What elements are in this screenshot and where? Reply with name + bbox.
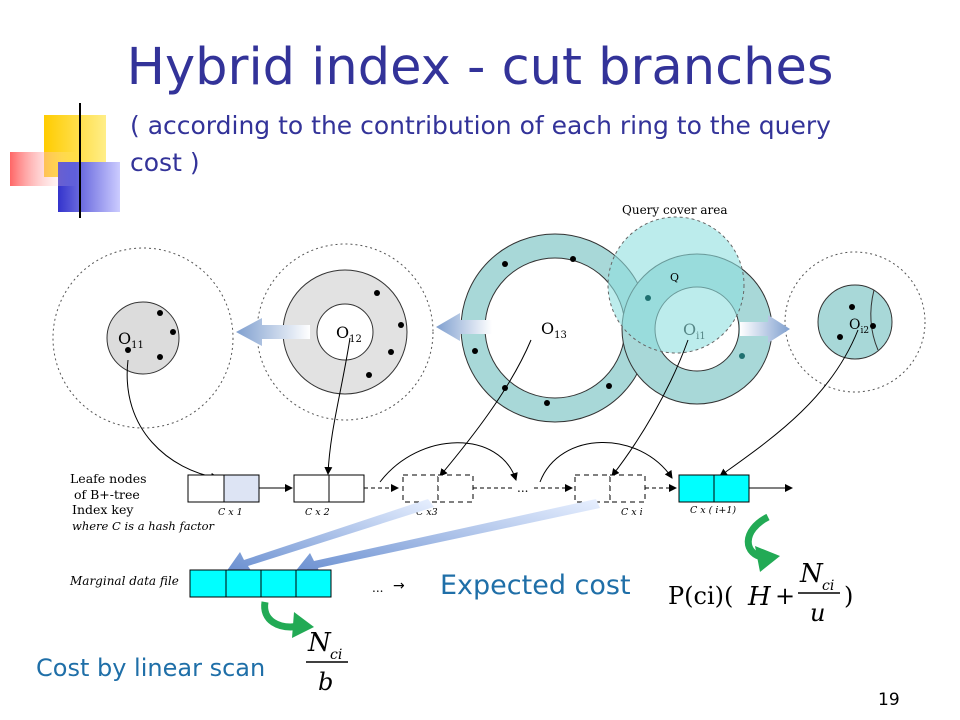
linear-scan-formula: N ci b bbox=[306, 628, 348, 696]
svg-text:P(ci)(: P(ci)( bbox=[668, 582, 733, 610]
leaf-node-labels: Leafe nodes of B+-tree Index key where C… bbox=[70, 471, 216, 533]
leaf-node-i-cut: C x i bbox=[574, 474, 646, 518]
svg-text:ci: ci bbox=[822, 578, 834, 594]
ring-o12: O12 bbox=[256, 243, 434, 421]
leaf-ellipsis: ... bbox=[517, 481, 528, 495]
marginal-ellipsis: ... bbox=[372, 581, 383, 595]
slide-title: Hybrid index - cut branches bbox=[126, 38, 834, 97]
to-marginal-arrow-2 bbox=[294, 499, 600, 575]
expected-cost-formula: P(ci)( H + N ci u ) bbox=[668, 559, 853, 627]
to-marginal-arrow-1 bbox=[226, 499, 434, 572]
leaf-node-1: C x 1 bbox=[187, 474, 260, 518]
ring-o12-label: O12 bbox=[336, 323, 362, 345]
query-cover-area bbox=[607, 216, 745, 354]
svg-text:Leafe nodes: Leafe nodes bbox=[70, 471, 147, 486]
cut-arrow-3 bbox=[740, 315, 790, 343]
query-label: Q bbox=[670, 271, 679, 284]
cut-arrow-1 bbox=[236, 318, 310, 346]
ring-o11-label: O11 bbox=[118, 329, 144, 351]
svg-text:C x 1: C x 1 bbox=[218, 507, 243, 518]
ring-oi2-label: Oi2 bbox=[849, 317, 869, 336]
page-number: 19 bbox=[878, 690, 900, 710]
slide-subtitle: ( according to the contribution of each … bbox=[130, 111, 831, 177]
ring-oi2: Oi2 bbox=[784, 251, 926, 393]
svg-text:N: N bbox=[799, 559, 824, 589]
marginal-data-file-label: Marginal data file bbox=[69, 574, 179, 588]
query-cover-area-label: Query cover area bbox=[622, 203, 728, 217]
linear-scan-label: Cost by linear scan bbox=[36, 654, 265, 682]
svg-text:u: u bbox=[810, 599, 825, 627]
expected-cost-label: Expected cost bbox=[440, 570, 631, 601]
leaf-node-i-plus-1: C x ( i+1) bbox=[678, 474, 750, 516]
svg-text:Index key: Index key bbox=[72, 502, 134, 517]
svg-text:where C is a hash factor: where C is a hash factor bbox=[72, 519, 216, 533]
ring-o11: O11 bbox=[52, 247, 234, 429]
svg-text:b: b bbox=[318, 668, 333, 696]
svg-text:H: H bbox=[747, 582, 772, 612]
svg-text:ci: ci bbox=[330, 647, 342, 663]
svg-text:C x i: C x i bbox=[621, 507, 643, 518]
marginal-data-file bbox=[189, 569, 332, 598]
svg-text:C x 2: C x 2 bbox=[305, 507, 330, 518]
svg-text:of B+-tree: of B+-tree bbox=[74, 487, 140, 502]
cut-arrow-2 bbox=[436, 313, 492, 341]
leaf-node-2: C x 2 bbox=[293, 474, 365, 518]
ring-o13-label: O13 bbox=[541, 319, 567, 341]
svg-text:C x ( i+1): C x ( i+1) bbox=[690, 505, 736, 516]
expected-cost-arrow: → bbox=[393, 578, 405, 594]
svg-text:N: N bbox=[307, 628, 332, 658]
svg-text:C x3: C x3 bbox=[416, 507, 438, 518]
svg-text:+: + bbox=[775, 582, 795, 610]
svg-text:): ) bbox=[844, 582, 853, 610]
